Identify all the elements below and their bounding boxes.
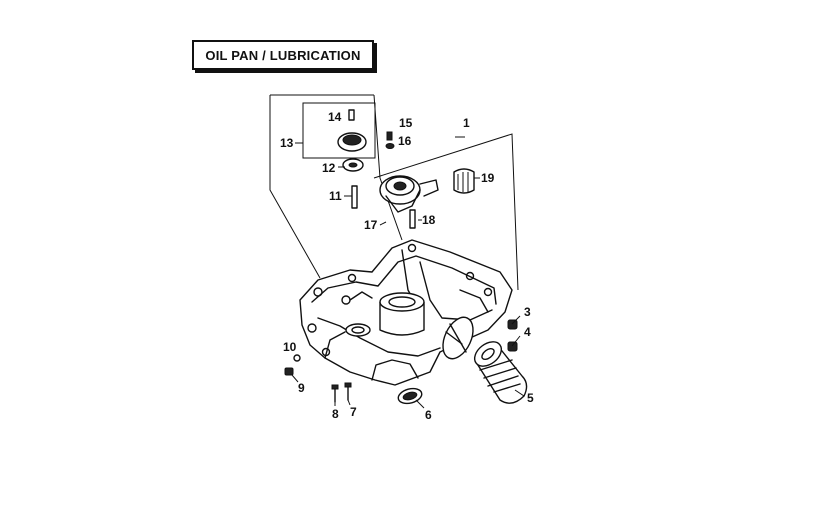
diagram-title-box: OIL PAN / LUBRICATION [192, 40, 374, 70]
callout-15: 15 [399, 116, 413, 130]
oil-pump-gear [379, 175, 439, 213]
callout-3: 3 [524, 305, 531, 319]
gear-and-pin [337, 109, 367, 152]
mounting-holes [307, 243, 493, 357]
pump-shafts [351, 185, 416, 229]
pump-screw [385, 131, 395, 149]
callout-7: 7 [350, 405, 357, 419]
oil-seal [397, 387, 423, 405]
callout-12: 12 [322, 161, 336, 175]
pipe-plugs [507, 319, 518, 352]
callout-11: 11 [329, 189, 342, 203]
callout-17: 17 [364, 218, 378, 232]
callout-4: 4 [524, 325, 531, 339]
thrust-washer [342, 158, 364, 172]
center-boss [345, 292, 425, 337]
diagram-title: OIL PAN / LUBRICATION [205, 47, 361, 63]
callout-10: 10 [283, 340, 297, 354]
group-bracket-lines [269, 94, 519, 291]
callout-19: 19 [481, 171, 495, 185]
filter-adapter-plate [442, 316, 474, 360]
drain-plug-and-washer [284, 354, 301, 376]
callout-13: 13 [280, 136, 294, 150]
callout-14: 14 [328, 110, 342, 124]
leader-lines [291, 142, 525, 409]
callout-9: 9 [298, 381, 305, 395]
oil-filter [473, 341, 528, 404]
callout-1: 1 [463, 116, 470, 130]
callout-18: 18 [422, 213, 436, 227]
callout-6: 6 [425, 408, 432, 422]
oil-pickup-screen [453, 168, 475, 194]
callout-8: 8 [332, 407, 339, 421]
bolts [331, 382, 352, 403]
callout-5: 5 [527, 391, 534, 405]
callout-16: 16 [398, 134, 412, 148]
